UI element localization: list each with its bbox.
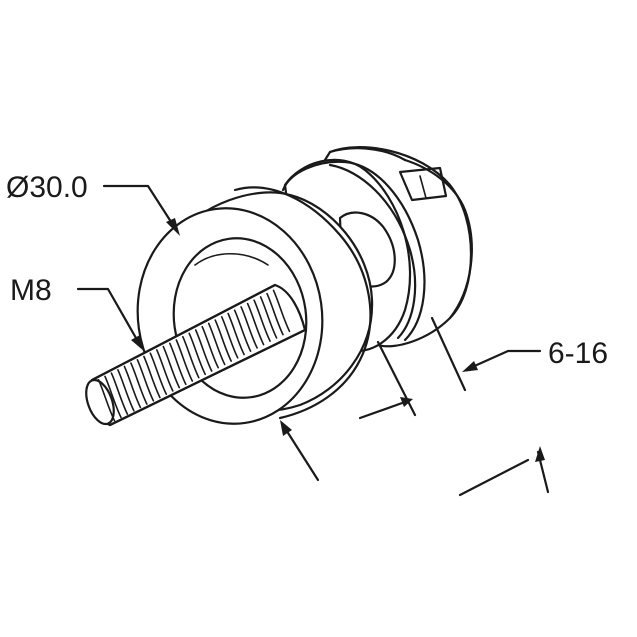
thread-ridge [227, 312, 245, 356]
diameter-dimension: Ø30.0 [6, 171, 180, 236]
thread-ridge [266, 292, 284, 336]
thread-ridge [182, 335, 200, 379]
thread-ridge [130, 362, 148, 405]
thread-label: M8 [10, 274, 52, 307]
threaded-rod [85, 283, 307, 427]
thread-ridge [162, 345, 181, 389]
thread-ridge [207, 322, 226, 366]
thread-ridge [201, 325, 219, 369]
thread-ridge [110, 372, 129, 415]
thread-ridge [233, 309, 252, 352]
diameter-label: Ø30.0 [6, 171, 88, 204]
thread-ridge [123, 365, 142, 409]
thread-ridge [272, 289, 291, 333]
thread-ridge [117, 369, 135, 412]
thread-ridge [259, 296, 278, 339]
thread-ridge [175, 339, 194, 382]
thread-ridge [246, 302, 265, 346]
thickness-label: 6-16 [548, 337, 608, 370]
thread-ridge [104, 375, 122, 419]
thread-ridge [156, 349, 174, 392]
thread-lines [97, 289, 291, 422]
thread-ridge [169, 342, 187, 386]
length-dimension [280, 420, 550, 497]
thread-ridge [149, 352, 168, 395]
thread-ridge [194, 329, 213, 372]
thread-ridge [240, 306, 258, 349]
thread-ridge [220, 316, 239, 359]
thread-ridge [97, 378, 116, 422]
thread-ridge [253, 299, 271, 342]
thread-ridge [214, 319, 232, 362]
thickness-dimension: 6-16 [358, 316, 608, 420]
thread-ridge [136, 359, 155, 402]
thread-ridge [143, 355, 161, 399]
thread-dimension: M8 [10, 274, 145, 352]
thread-ridge [188, 332, 206, 376]
